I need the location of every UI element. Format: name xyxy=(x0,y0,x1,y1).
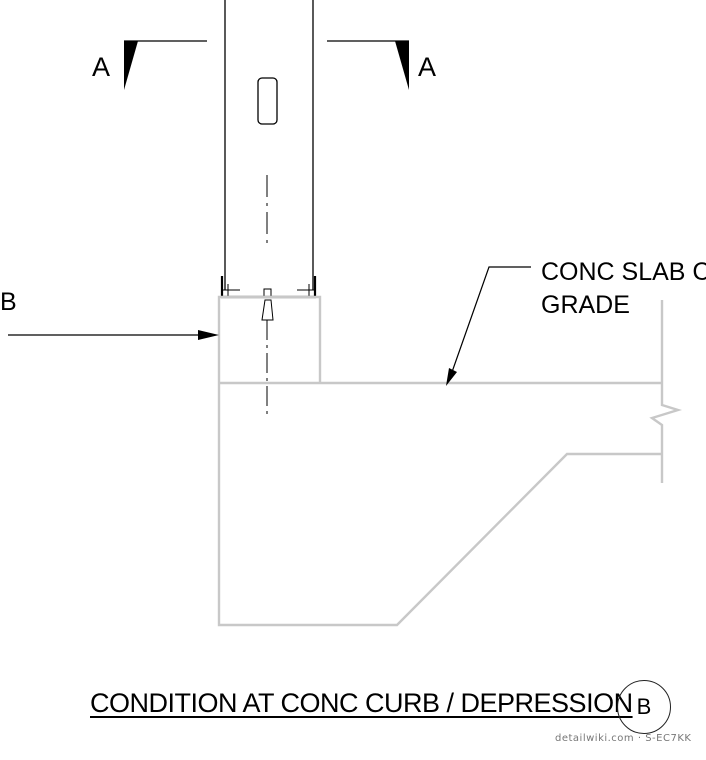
section-cut-right: A xyxy=(327,40,436,90)
callout-line-2: GRADE xyxy=(541,291,630,319)
detail-tag: B xyxy=(617,680,671,734)
detail-tag-label: B xyxy=(636,694,652,719)
elevation-marker: B xyxy=(0,288,219,340)
steel-column xyxy=(224,0,314,290)
leader-arrow-icon xyxy=(446,368,457,386)
callout-line-1: CONC SLAB C xyxy=(541,258,706,286)
section-mark-left: A xyxy=(92,52,110,82)
watermark: detailwiki.com · S-EC7KK xyxy=(555,733,692,744)
callout-leader: CONC SLAB C GRADE xyxy=(446,258,706,386)
anchor-bolt xyxy=(261,288,274,418)
section-cut-left: A xyxy=(92,40,207,90)
base-plate xyxy=(220,276,317,299)
detail-title: CONDITION AT CONC CURB / DEPRESSION xyxy=(90,688,633,718)
elevation-mark-label: B xyxy=(0,288,17,316)
section-mark-right: A xyxy=(418,52,436,82)
arrowhead-icon xyxy=(198,330,219,340)
concrete-curb xyxy=(217,295,683,627)
